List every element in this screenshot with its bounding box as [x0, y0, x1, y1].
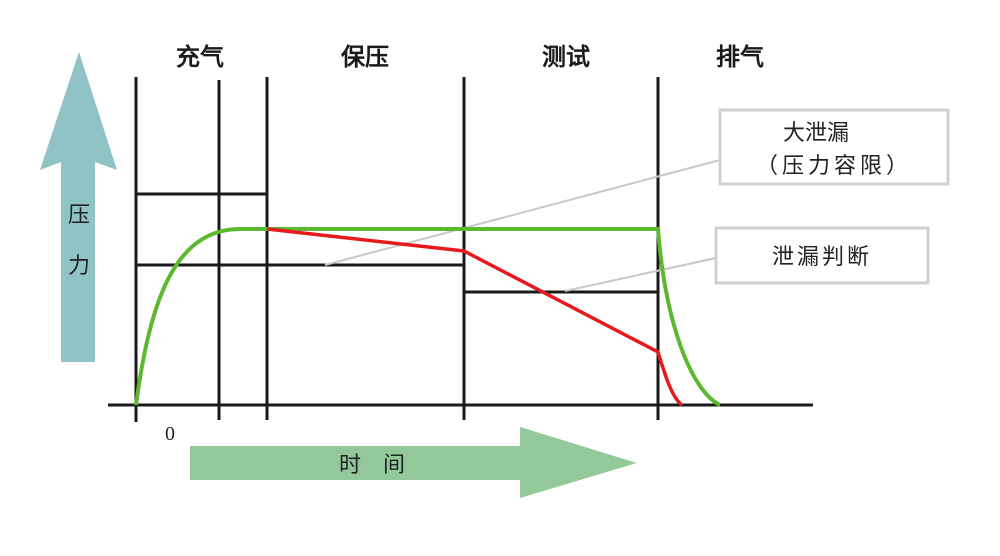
x-axis-label: 时 间 [339, 453, 405, 478]
pressure-axis-arrow [40, 52, 117, 362]
y-axis-label-1: 压 [68, 203, 90, 228]
large-leak-callout-box [718, 108, 950, 186]
phase-stabilize: 保压 [340, 43, 389, 71]
phase-exhaust: 排气 [716, 43, 764, 71]
phase-fill: 充气 [176, 43, 224, 71]
y-axis-label-2: 力 [68, 254, 90, 279]
origin-label: 0 [165, 423, 175, 445]
leak-judgement-callout-text: 泄漏判断 [772, 245, 872, 270]
large-leak-callout-line2: （压力容限） [756, 154, 912, 179]
leak-judgement-callout-box [714, 226, 930, 285]
phase-test: 测试 [542, 43, 590, 71]
leak-pressure-curve [266, 227, 684, 407]
normal-pressure-curve [134, 227, 721, 407]
leader-line-large-leak [324, 159, 721, 266]
leader-line-leak-judgement [564, 257, 717, 292]
time-axis-arrow [190, 427, 637, 498]
large-leak-callout-line1: 大泄漏 [783, 121, 849, 146]
